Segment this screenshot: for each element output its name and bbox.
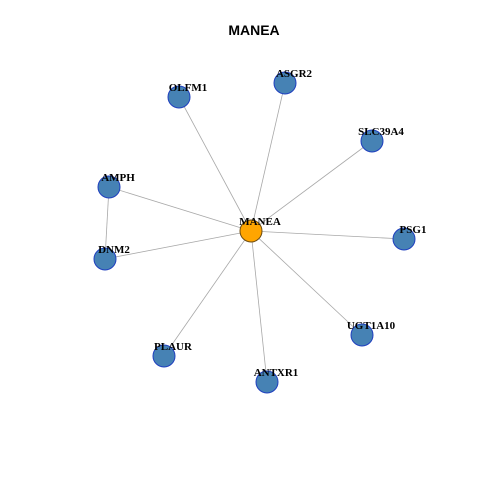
node-circle-olfm1 — [167, 85, 191, 109]
node-slc39a4: SLC39A4 — [358, 126, 404, 153]
edge-manea-plaur — [163, 230, 252, 357]
graph-title: MANEA — [228, 22, 279, 38]
node-label-antxr1: ANTXR1 — [254, 367, 299, 379]
node-amph: AMPH — [97, 172, 135, 199]
node-plaur: PLAUR — [152, 341, 193, 368]
edge-manea-olfm1 — [178, 96, 252, 232]
node-circle-manea — [239, 219, 263, 243]
edge-manea-antxr1 — [250, 230, 268, 383]
node-circle-dnm2 — [93, 247, 117, 271]
node-olfm1: OLFM1 — [167, 82, 208, 109]
edge-manea-asgr2 — [250, 82, 286, 232]
edge-amph-dnm2 — [104, 186, 110, 260]
edge-layer — [104, 82, 405, 383]
node-label-olfm1: OLFM1 — [169, 82, 208, 94]
node-antxr1: ANTXR1 — [254, 367, 299, 394]
node-circle-slc39a4 — [360, 129, 384, 153]
edge-manea-dnm2 — [104, 230, 252, 260]
node-label-dnm2: DNM2 — [98, 244, 130, 256]
node-dnm2: DNM2 — [93, 244, 130, 271]
edge-manea-ugt1a10 — [250, 230, 363, 336]
node-circle-ugt1a10 — [350, 323, 374, 347]
edge-manea-amph — [108, 186, 252, 232]
node-label-amph: AMPH — [101, 172, 135, 184]
edge-manea-slc39a4 — [250, 140, 373, 232]
node-ugt1a10: UGT1A10 — [347, 320, 396, 347]
node-circle-asgr2 — [273, 71, 297, 95]
node-circle-amph — [97, 175, 121, 199]
node-circle-antxr1 — [255, 370, 279, 394]
node-asgr2: ASGR2 — [273, 68, 313, 95]
node-label-slc39a4: SLC39A4 — [358, 126, 404, 138]
node-manea: MANEA — [239, 216, 281, 243]
node-circle-psg1 — [392, 227, 416, 251]
node-label-plaur: PLAUR — [154, 341, 193, 353]
edge-manea-psg1 — [250, 230, 405, 240]
node-label-psg1: PSG1 — [400, 224, 427, 236]
node-label-manea: MANEA — [239, 216, 281, 228]
node-label-asgr2: ASGR2 — [276, 68, 313, 80]
node-label-ugt1a10: UGT1A10 — [347, 320, 396, 332]
node-circle-plaur — [152, 344, 176, 368]
node-psg1: PSG1 — [392, 224, 427, 251]
